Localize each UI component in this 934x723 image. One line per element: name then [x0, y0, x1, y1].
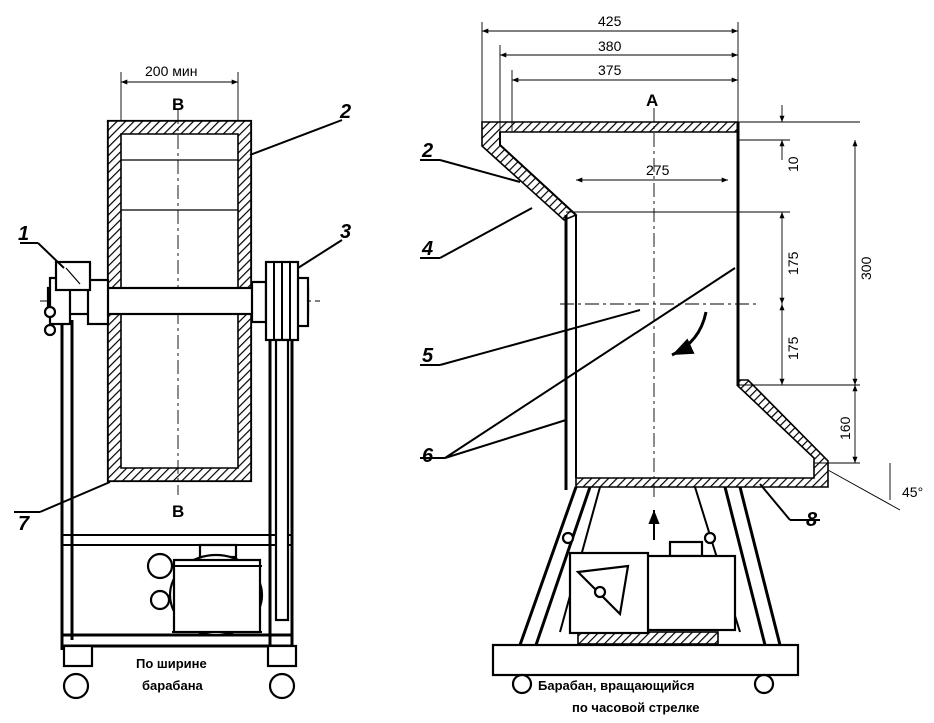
section-mark-top: В — [172, 95, 184, 114]
dim-300: 300 — [858, 256, 874, 280]
callout-7: 7 — [18, 513, 30, 535]
dim-45-degrees: 45° — [902, 484, 923, 500]
callout-2-left: 2 — [339, 101, 351, 123]
left-view: 200 мин В В 1 2 3 7 По ширине барабана — [14, 63, 351, 700]
width-dimension — [120, 72, 239, 121]
callout-3: 3 — [340, 221, 351, 243]
drum-profile — [481, 108, 829, 500]
stand — [491, 486, 800, 677]
dim-10: 10 — [785, 156, 801, 172]
width-dimension-label: 200 мин — [145, 63, 197, 79]
dim-160: 160 — [837, 416, 853, 440]
callout-5: 5 — [422, 345, 434, 367]
section-mark-a: А — [646, 91, 658, 110]
section-mark-bottom: В — [172, 502, 184, 521]
caption-left-line2: барабана — [142, 678, 204, 693]
dim-380: 380 — [598, 38, 622, 54]
callout-leaders-right — [420, 159, 820, 521]
rotation-arrow — [671, 311, 708, 357]
callout-8: 8 — [806, 509, 818, 531]
motor-left-view — [146, 543, 264, 637]
right-view: 425 380 375 275 А 10 175 175 300 160 45° — [420, 13, 923, 715]
callout-leaders-left — [14, 119, 343, 513]
dim-175-upper: 175 — [785, 251, 801, 275]
wheels-left — [62, 644, 298, 700]
callout-4: 4 — [421, 238, 433, 260]
vertical-dimensions — [566, 105, 901, 511]
caption-left-line1: По ширине — [136, 656, 207, 671]
caption-right-line2: по часовой стрелке — [572, 700, 699, 715]
dim-425: 425 — [598, 13, 622, 29]
dim-375: 375 — [598, 62, 622, 78]
motor-right-view — [568, 540, 737, 635]
dim-175-lower: 175 — [785, 336, 801, 360]
top-dimensions — [481, 22, 739, 183]
callout-6: 6 — [422, 445, 434, 467]
wheels-right — [511, 673, 775, 695]
caption-right-line1: Барабан, вращающийся — [538, 678, 694, 693]
pulley — [264, 260, 300, 622]
callout-2-right: 2 — [421, 140, 433, 162]
callout-1: 1 — [18, 223, 29, 245]
dim-275: 275 — [646, 162, 670, 178]
